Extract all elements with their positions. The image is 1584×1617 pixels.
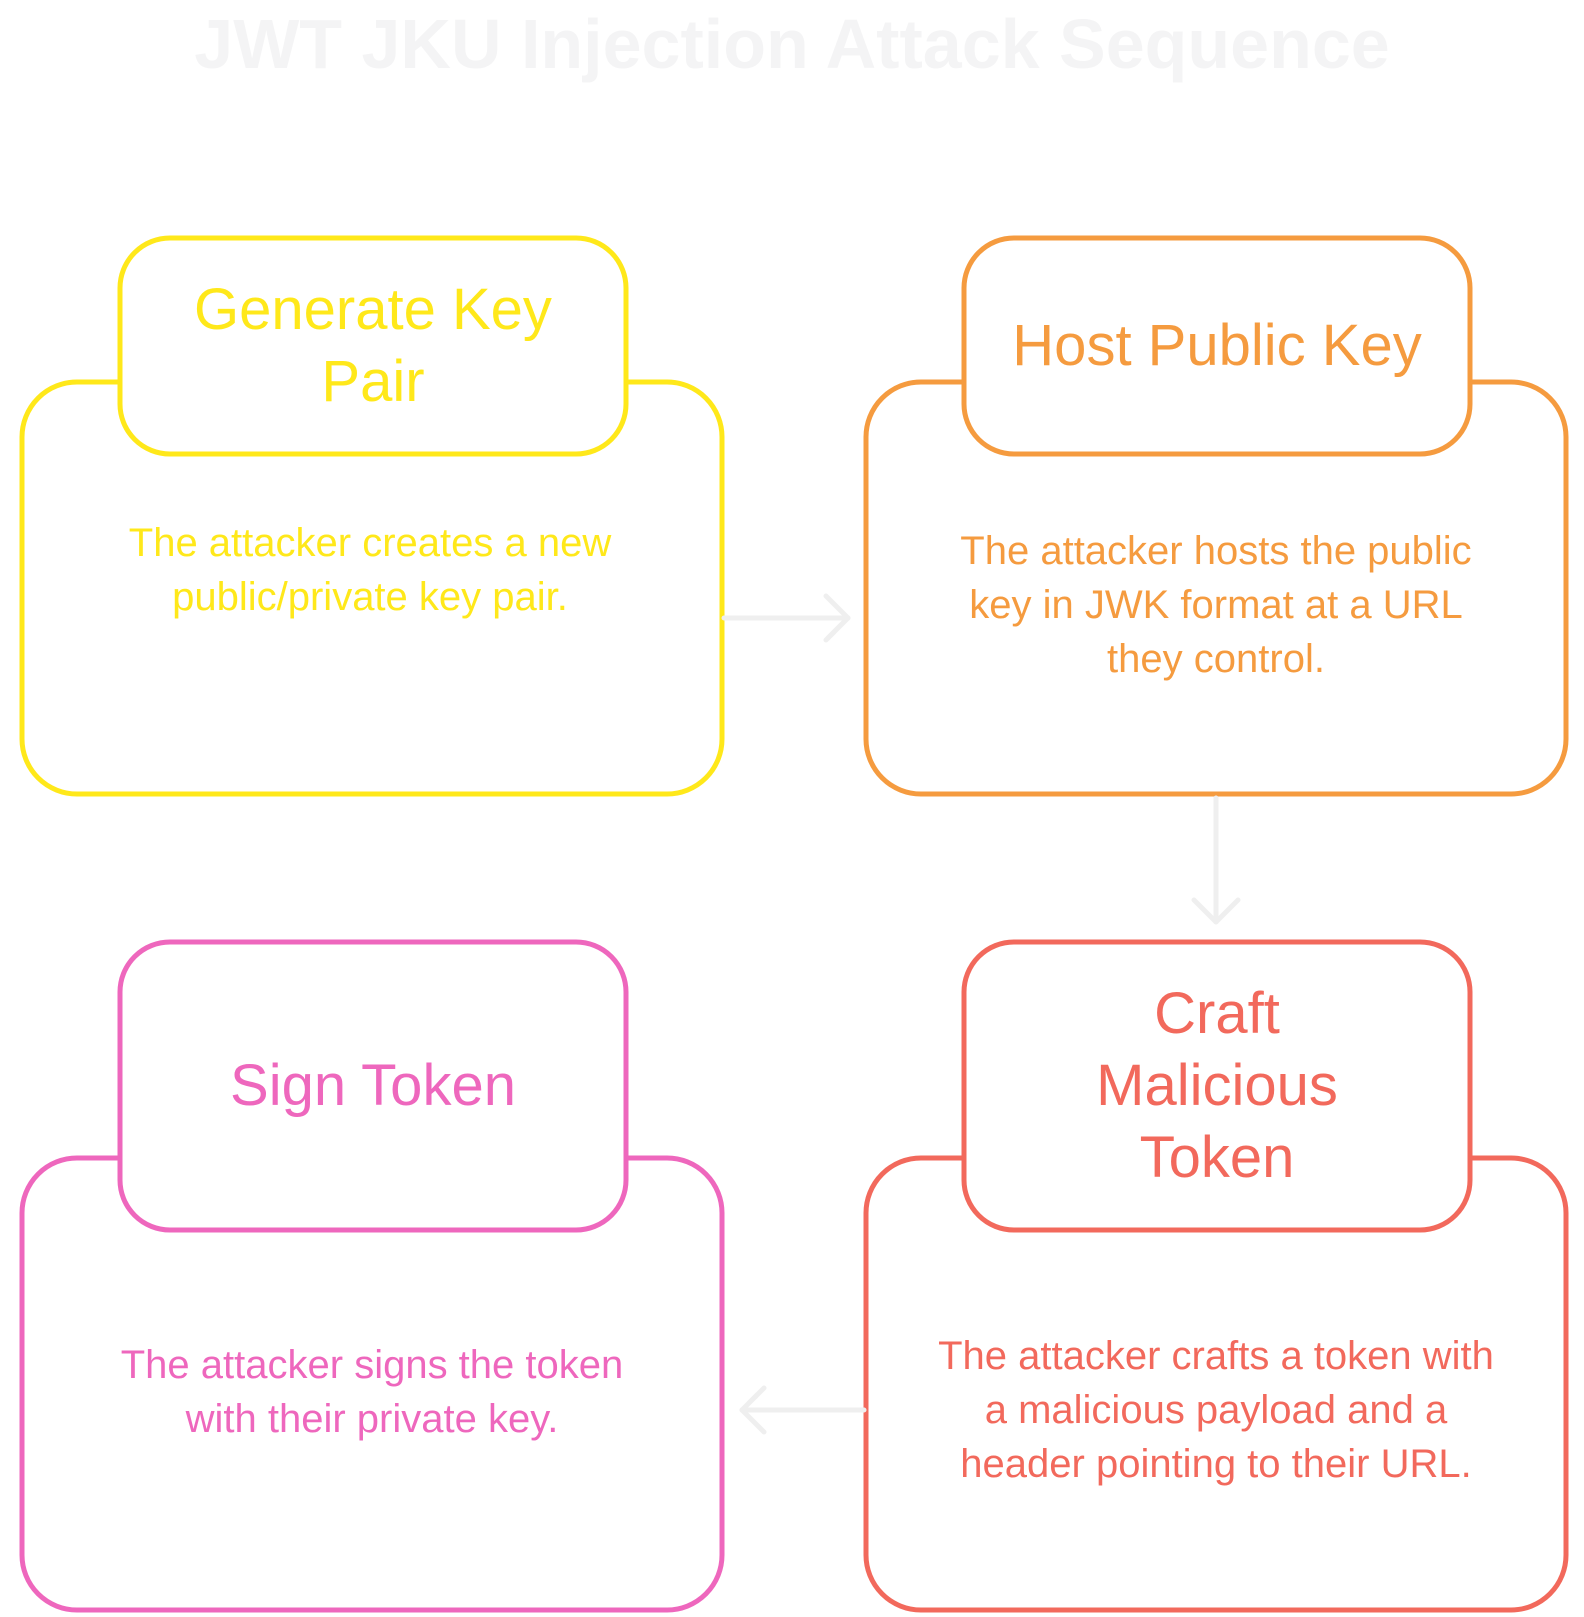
step-generate-key-pair bbox=[19, 235, 725, 797]
step-heading-generate-key-pair: Generate Key Pair bbox=[194, 277, 552, 414]
step-craft-malicious-token bbox=[863, 939, 1569, 1613]
step-header-outline bbox=[961, 939, 1473, 1233]
step-host-public-key bbox=[863, 235, 1569, 797]
step-heading-sign-token: Sign Token bbox=[230, 1053, 516, 1118]
step-heading-craft-malicious-token: Craft Malicious Token bbox=[1096, 981, 1338, 1190]
step-description-generate-key-pair: The attacker creates a new public/privat… bbox=[128, 521, 612, 619]
arrow-step3-to-step4 bbox=[739, 1385, 867, 1435]
step-description-sign-token: The attacker signs the token with their … bbox=[120, 1343, 624, 1441]
step-header-outline bbox=[117, 235, 629, 457]
step-header-outline bbox=[117, 939, 629, 1233]
step-heading-host-public-key: Host Public Key bbox=[1012, 313, 1422, 378]
step-sign-token bbox=[19, 939, 725, 1613]
diagram-title: JWT JKU Injection Attack Sequence bbox=[194, 5, 1390, 83]
step-header-outline bbox=[961, 235, 1473, 457]
arrow-step2-to-step3 bbox=[1191, 795, 1241, 925]
arrow-step1-to-step2 bbox=[721, 593, 851, 643]
step-description-host-public-key: The attacker hosts the public key in JWK… bbox=[960, 529, 1472, 681]
step-description-craft-malicious-token: The attacker crafts a token with a malic… bbox=[938, 1334, 1494, 1486]
